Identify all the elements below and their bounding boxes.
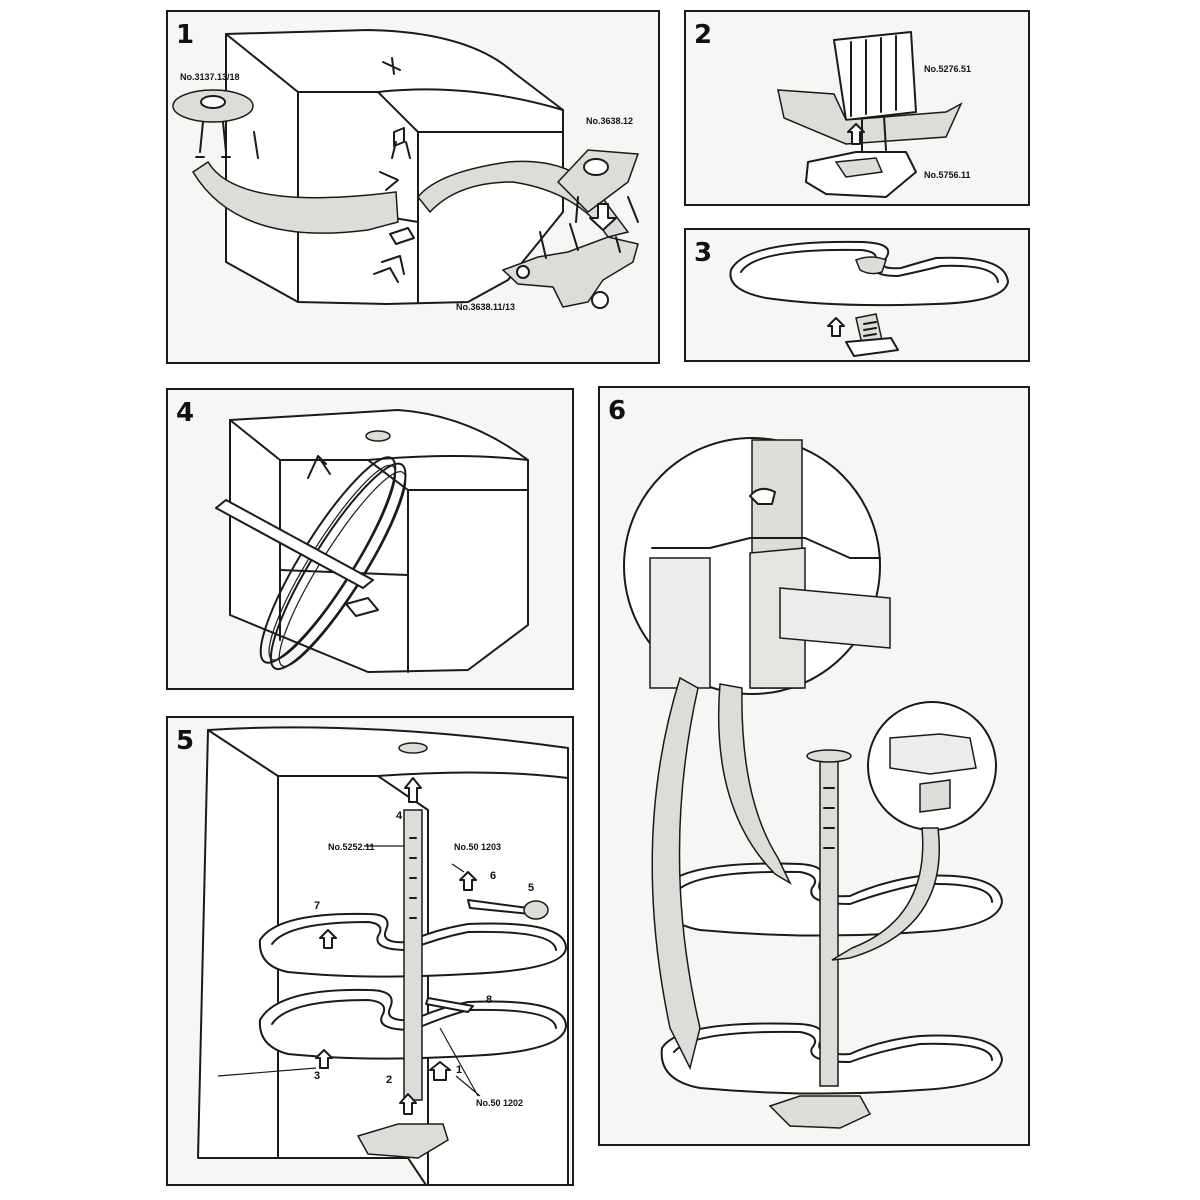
callout-number: 8 [486,994,493,1006]
callout-number: 3 [314,1070,321,1082]
panel-step-1: 1 No.3137.13/18 No.3638.12 N [166,10,660,364]
step-1-illustration [172,29,640,309]
part-label: No.5276.51 [924,64,972,74]
step-number: 2 [694,20,713,50]
panel-step-4: 4 [166,388,574,690]
part-label: No.5252.11 [328,842,375,852]
step-4-illustration [215,409,529,673]
panel-step-5: 5 No.5252.11 No.50 1203 No.5 [166,716,574,1186]
callout-number: 2 [386,1074,393,1086]
callout-number: 5 [528,882,535,894]
step-number: 5 [176,726,195,756]
part-label: No.3638.11/13 [456,302,516,312]
step-number: 4 [176,398,195,428]
part-label: No.50 1203 [454,842,502,852]
part-label: No.50 1202 [476,1098,524,1108]
callout-number: 4 [396,810,403,822]
step-3-illustration [729,240,1009,357]
panel-step-2: 2 No.5276.51 No.5756.11 [684,10,1030,206]
step-6-illustration [623,437,1003,1129]
step-5-illustration [197,726,569,1184]
panel-step-3: 3 [684,228,1030,362]
part-label: No.3137.13/18 [180,72,240,82]
callout-number: 6 [490,870,497,882]
panel-step-6: 6 [598,386,1030,1146]
step-number: 1 [176,20,195,50]
callout-number: 1 [456,1064,463,1076]
part-label: No.3638.12 [586,116,634,126]
part-label: No.5756.11 [924,170,971,180]
step-number: 3 [694,238,713,268]
callout-number: 7 [314,900,321,912]
step-2-illustration [777,31,963,198]
step-number: 6 [608,396,627,426]
